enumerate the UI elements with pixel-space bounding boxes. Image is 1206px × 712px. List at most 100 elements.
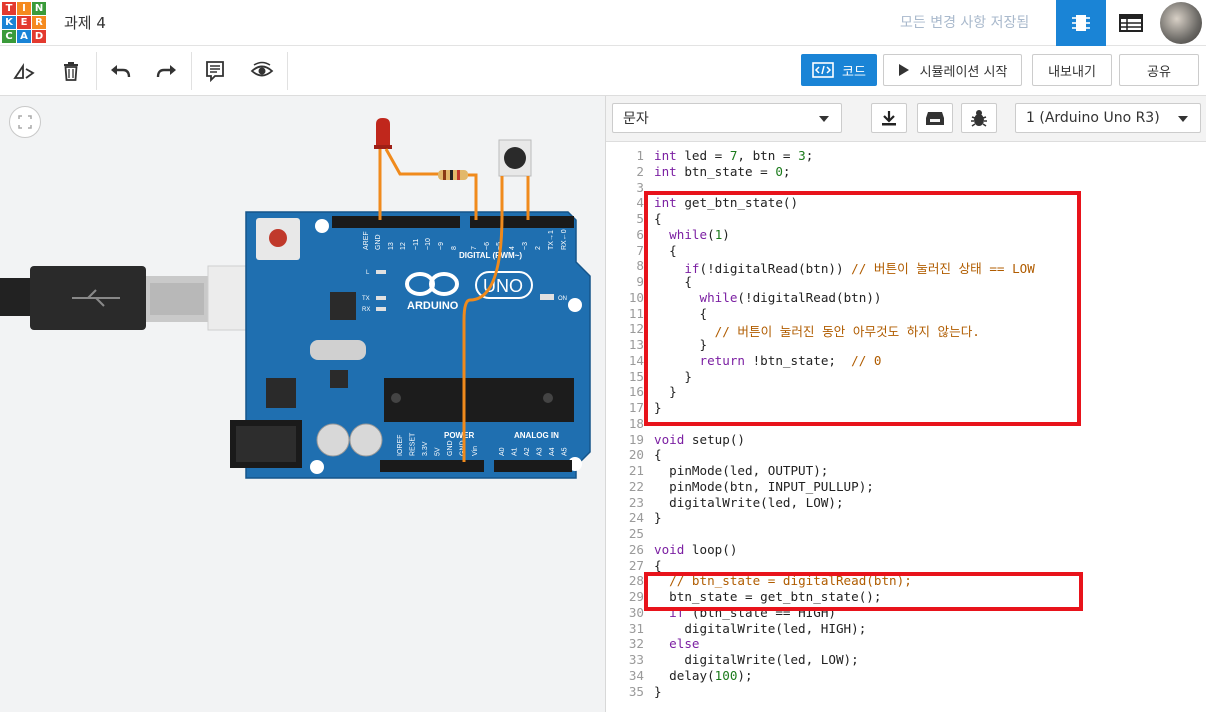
code-panel: 문자 [605,96,1206,712]
line-number: 26 [628,541,644,557]
code-line[interactable]: } [654,400,662,415]
code-line[interactable]: btn_state = get_btn_state(); [654,589,882,604]
code-line[interactable]: void loop() [654,541,738,557]
code-icon [812,62,834,78]
circuit-view-icon [1072,15,1090,31]
project-title[interactable]: 과제 4 [64,14,106,32]
pin-label: RESET [410,432,417,456]
logo-letter: N [32,2,46,15]
code-line[interactable]: delay(100); [654,667,753,683]
redo-button[interactable] [152,56,182,86]
download-code-button[interactable] [871,103,907,133]
line-number: 9 [636,274,644,289]
pin-label: A0 [499,447,506,456]
code-line[interactable]: // 버튼이 눌러진 동안 아무것도 하지 않는다. [714,324,980,340]
code-line[interactable]: pinMode(led, OUTPUT); [654,463,829,478]
code-button-label: 코드 [842,64,866,80]
code-line[interactable]: else [669,636,700,652]
code-line[interactable]: if(!digitalRead(btn)) // 버튼이 눌러진 상태 == L… [684,261,1035,277]
line-number: 5 [636,211,644,226]
delete-button[interactable] [56,56,86,86]
pin-label: GND [447,440,454,456]
notes-button[interactable] [200,56,230,86]
code-line[interactable]: int get_btn_state() [654,195,799,211]
line-number: 18 [628,415,644,431]
list-view-button[interactable] [1106,0,1156,46]
pin-label: 12 [400,242,407,250]
board-select[interactable]: 1 (Arduino Uno R3) [1015,103,1201,133]
code-line[interactable]: } [654,683,662,699]
code-mode-select[interactable]: 문자 [612,103,842,133]
push-button[interactable] [498,139,532,220]
logo-letter: T [2,2,16,15]
undo-button[interactable] [105,56,135,86]
user-avatar[interactable] [1160,2,1202,44]
line-number: 11 [628,305,644,321]
code-line[interactable]: while(1) [669,226,730,242]
library-button[interactable] [917,103,953,133]
play-icon [898,64,909,76]
code-line[interactable]: { [654,557,662,573]
line-number: 27 [628,557,644,573]
code-line[interactable]: pinMode(btn, INPUT_PULLUP); [654,478,874,494]
code-line[interactable]: digitalWrite(led, LOW); [654,494,844,510]
code-line[interactable]: } [654,510,662,526]
circuit-canvas[interactable]: ARDUINO UNO DIGITAL (PWM~) POWER ANALOG … [0,96,605,712]
top-bar: T I N K E R C A D 과제 4 모든 변경 사항 저장됨 [0,0,1206,46]
pin-label: A5 [562,447,569,456]
visibility-button[interactable] [247,56,277,86]
code-line[interactable]: while(!digitalRead(btn)) [699,289,882,305]
code-line[interactable]: int led = 7, btn = 3; [654,148,814,163]
line-number: 2 [636,163,644,179]
code-line[interactable]: { [654,305,708,321]
rotate-button[interactable] [9,56,39,86]
code-line[interactable]: return !btn_state; // 0 [699,352,882,368]
export-label: 내보내기 [1048,64,1096,80]
tinkercad-logo[interactable]: T I N K E R C A D [2,2,46,44]
code-line[interactable]: { [654,447,662,463]
line-number: 8 [636,258,644,274]
pin-label: Vin [472,446,479,456]
line-number: 21 [628,463,644,478]
code-line[interactable]: // btn_state = digitalRead(btn); [669,573,912,589]
debug-icon [971,110,987,127]
code-line[interactable]: int btn_state = 0; [654,163,791,179]
code-line[interactable]: digitalWrite(led, HIGH); [654,620,867,636]
code-line[interactable]: void setup() [654,431,746,447]
line-number: 32 [628,636,644,652]
line-number: 34 [628,667,644,683]
pin-label: 3.3V [422,441,429,456]
code-line[interactable]: { [654,211,662,226]
fit-view-button[interactable] [9,106,41,138]
pin-label: A4 [549,447,556,456]
rotate-icon [13,63,35,79]
code-line[interactable]: { [654,242,677,258]
line-number: 24 [628,510,644,526]
share-button[interactable]: 공유 [1119,54,1199,86]
resistor[interactable] [438,170,478,220]
code-line[interactable]: digitalWrite(led, LOW); [654,652,859,667]
digital-label: DIGITAL (PWM~) [459,251,522,260]
code-mode-value: 문자 [623,111,649,127]
red-led[interactable] [374,118,440,220]
code-line[interactable]: } [654,337,708,352]
code-line[interactable]: } [654,368,692,384]
pin-label: ~9 [438,242,445,250]
on-label: ON [558,296,567,302]
circuit-view-button[interactable] [1056,0,1106,46]
start-simulation-button[interactable]: 시뮬레이션 시작 [883,54,1022,86]
code-button[interactable]: 코드 [801,54,877,86]
code-line[interactable]: { [654,274,692,289]
debugger-button[interactable] [961,103,997,133]
pin-label: RX←0 [561,229,568,250]
export-button[interactable]: 내보내기 [1032,54,1112,86]
logo-letter: A [17,30,31,43]
notes-icon [206,61,224,82]
code-line[interactable]: } [654,384,677,400]
logo-letter: R [32,16,46,29]
gnd-wire[interactable] [462,214,504,462]
start-simulation-label: 시뮬레이션 시작 [919,64,1008,80]
usb-cable [0,265,301,331]
